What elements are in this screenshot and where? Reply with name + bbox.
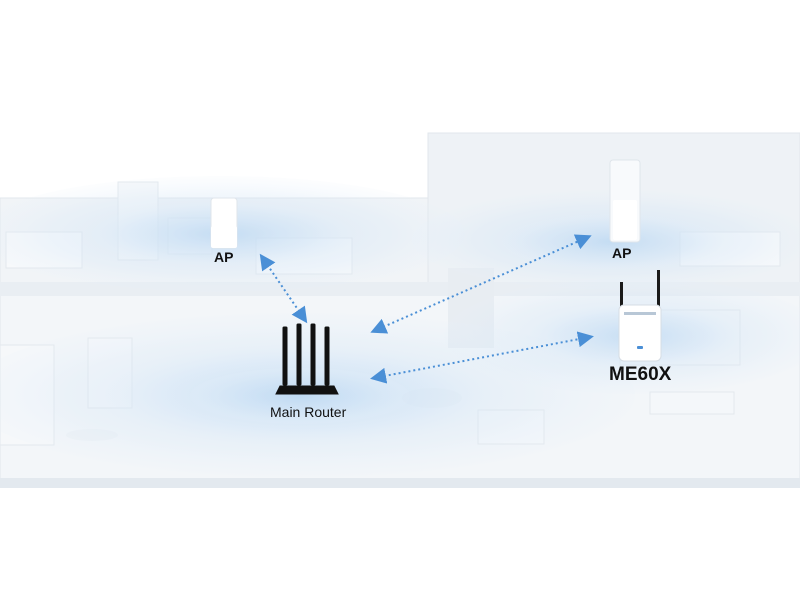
extender-label: ME60X <box>609 364 672 385</box>
wifi-zone-router-inner <box>190 368 410 424</box>
connection-links <box>259 234 594 384</box>
ap-right-label: AP <box>612 245 632 261</box>
ap-left-device <box>210 197 238 249</box>
furniture-console <box>649 391 735 415</box>
ap-right-device <box>609 159 641 243</box>
house-base <box>0 478 800 488</box>
main-router-device <box>275 323 339 395</box>
ap-left-label: AP <box>214 249 234 265</box>
extender-device <box>618 270 662 362</box>
link-router-to-ap-right <box>370 234 592 334</box>
link-router-to-extender <box>370 331 594 384</box>
main-router-label: Main Router <box>270 404 347 420</box>
